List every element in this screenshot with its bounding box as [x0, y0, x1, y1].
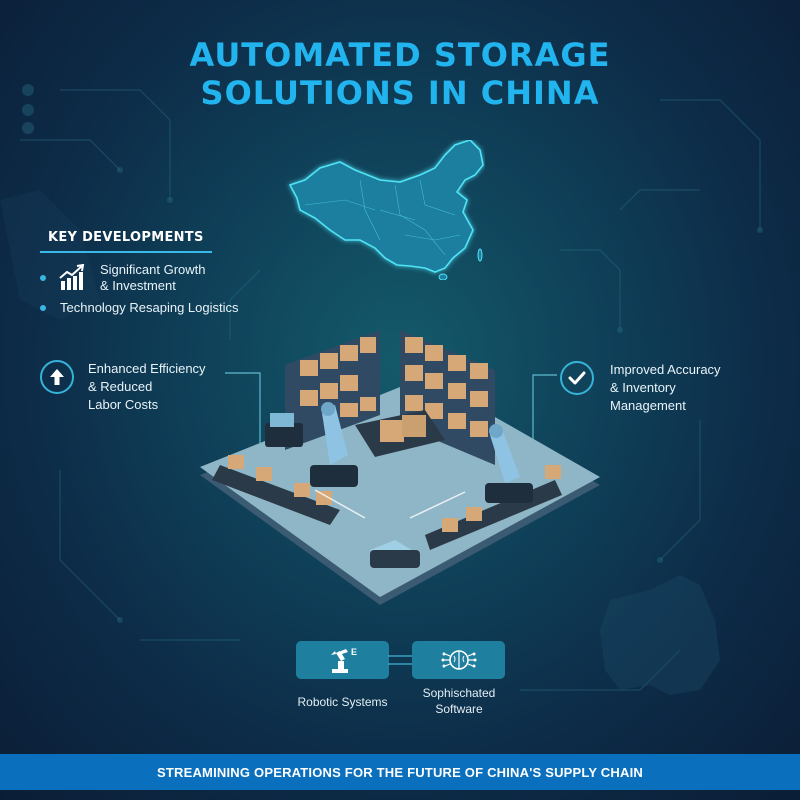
key-developments-section: KEY DEVELOPMENTS	[40, 228, 212, 253]
footer-banner-text: STREAMINING OPERATIONS FOR THE FUTURE OF…	[157, 764, 643, 780]
key-developments-heading: KEY DEVELOPMENTS	[40, 230, 212, 253]
arrow-up-icon	[40, 360, 74, 394]
key-development-item-technology: Technology Resaping Logistics	[40, 300, 239, 315]
footer-banner: STREAMINING OPERATIONS FOR THE FUTURE OF…	[0, 754, 800, 790]
title-line-2: SOLUTIONS IN CHINA	[200, 74, 600, 112]
growth-label-line-2: & Investment	[100, 278, 176, 293]
checkmark-icon	[560, 361, 594, 395]
robotic-systems-label: Robotic Systems	[297, 695, 388, 709]
bullet-icon	[40, 275, 46, 281]
robot-arm-icon: E	[330, 647, 357, 673]
software-box	[412, 641, 505, 679]
key-development-item-growth: Significant Growth & Investment	[40, 262, 206, 294]
technology-label: Technology Resaping Logistics	[60, 300, 239, 315]
tech-connector-lines	[388, 655, 416, 665]
bullet-icon	[40, 304, 46, 311]
software-label: Sophischated Software	[422, 686, 496, 716]
agv-vehicle	[370, 540, 420, 568]
robot-arm-right	[485, 424, 533, 503]
efficiency-text: Enhanced Efficiency & Reduced Labor Cost…	[88, 361, 206, 412]
brain-circuit-icon	[441, 650, 476, 670]
svg-text:E: E	[351, 647, 357, 657]
accuracy-text: Improved Accuracy & Inventory Management	[610, 362, 721, 413]
storage-shelves-left	[285, 330, 380, 450]
feature-accuracy: Improved Accuracy & Inventory Management	[560, 361, 721, 415]
warehouse-illustration	[200, 330, 600, 605]
robot-arm-left	[310, 402, 358, 487]
china-map	[285, 139, 485, 281]
feature-efficiency: Enhanced Efficiency & Reduced Labor Cost…	[40, 360, 206, 414]
page-title: AUTOMATED STORAGE SOLUTIONS IN CHINA	[0, 36, 800, 112]
growth-chart-icon	[59, 264, 85, 290]
china-map-icon	[288, 139, 484, 281]
title-line-1: AUTOMATED STORAGE	[189, 36, 611, 74]
growth-label-line-1: Significant Growth	[100, 262, 206, 277]
robotic-systems-box: E	[296, 641, 389, 679]
